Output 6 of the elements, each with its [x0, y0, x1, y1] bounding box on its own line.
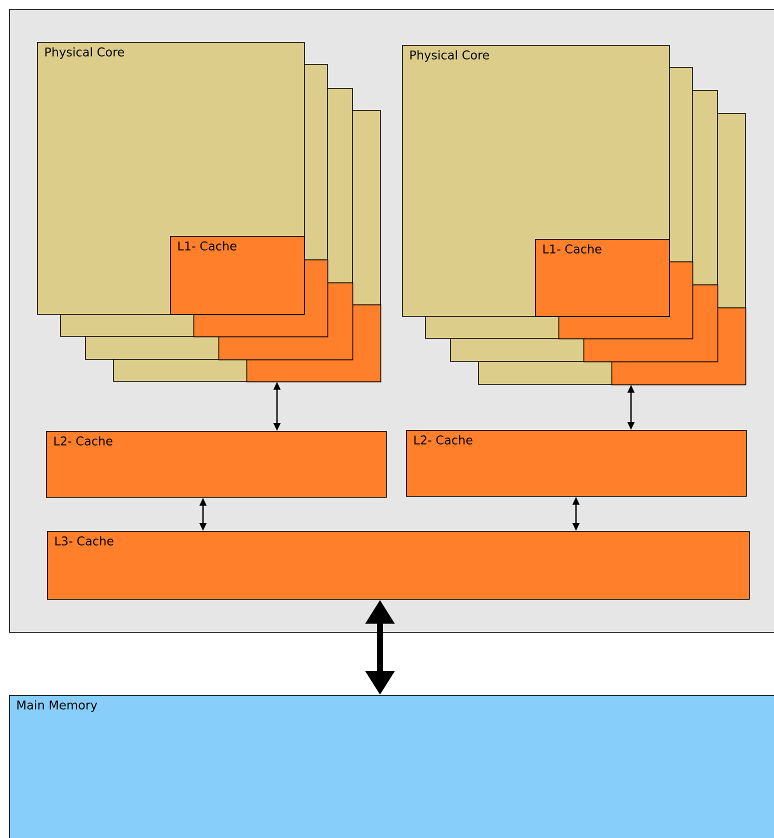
- cache-box: L2- Cache: [406, 430, 747, 497]
- memory-box: Main Memory: [9, 695, 774, 838]
- cache-box: L3- Cache: [47, 531, 750, 600]
- cache-box: L1- Cache: [535, 239, 670, 317]
- cache-box: L2- Cache: [46, 431, 387, 498]
- cache-box: L1- Cache: [170, 236, 305, 315]
